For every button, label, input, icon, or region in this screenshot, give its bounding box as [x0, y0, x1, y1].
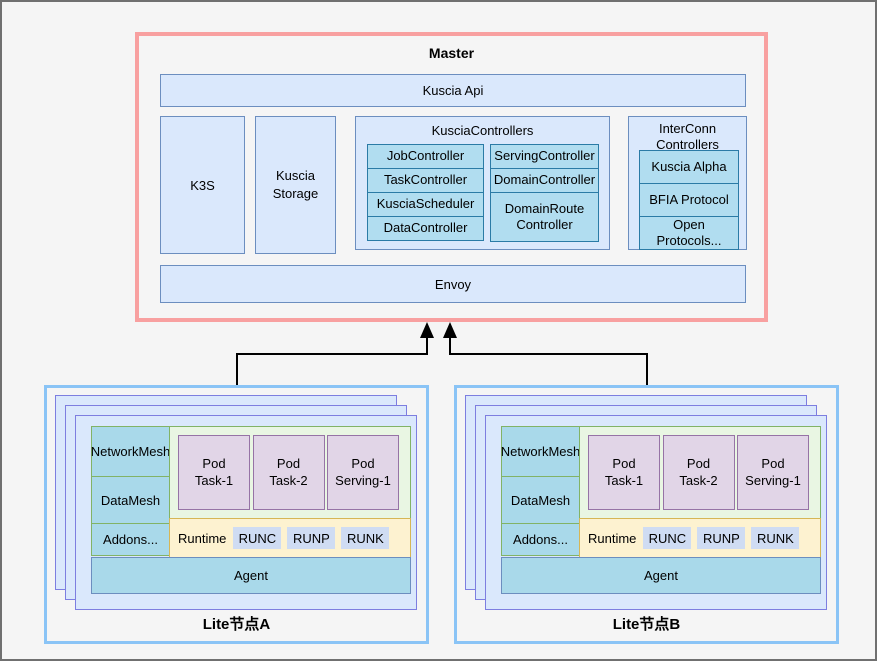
lite-a-content: NetworkMesh DataMesh Addons... Pod Task-… — [91, 426, 411, 594]
pod-line: Task-2 — [679, 472, 718, 488]
pod-line: Pod — [686, 455, 711, 471]
kuscia-storage-label: Kuscia Storage — [272, 168, 319, 201]
lite-node-b-label: Lite节点B — [612, 616, 681, 633]
runc-chip: RUNC — [643, 527, 692, 549]
stacked-card-front: NetworkMesh DataMesh Addons... Pod Task-… — [75, 415, 417, 610]
domain-route-controller-cell: DomainRoute Controller — [490, 192, 599, 242]
pod-task-2: Pod Task-2 — [662, 435, 735, 510]
pod-line: Pod — [276, 455, 301, 471]
kuscia-api-box: Kuscia Api — [160, 74, 746, 107]
lite-node-a: NetworkMesh DataMesh Addons... Pod Task-… — [44, 385, 429, 644]
interconn-controllers-title: InterConn Controllers — [656, 121, 719, 153]
pod-line: Task-1 — [194, 472, 234, 488]
pod-task-1: Pod Task-1 — [178, 435, 250, 510]
runp-chip: RUNP — [287, 527, 336, 549]
runp-chip: RUNP — [697, 527, 746, 549]
pod-line: Pod — [351, 455, 375, 471]
datamesh-cell: DataMesh — [91, 476, 170, 524]
pod-line: Pod — [202, 455, 226, 471]
pods-panel: Pod Task-1 Pod Task-2 Pod Serving-1 — [579, 426, 821, 519]
interconn-controllers-box: InterConn Controllers Kuscia Alpha BFIA … — [628, 116, 747, 250]
master-box: Master Kuscia Api K3S Kuscia Storage Kus… — [135, 32, 768, 322]
runtime-row: Runtime RUNC RUNP RUNK — [169, 518, 411, 558]
pod-line: Serving-1 — [335, 472, 391, 488]
addons-cell: Addons... — [501, 523, 580, 556]
pod-line: Serving-1 — [745, 472, 801, 488]
arrowhead-left — [420, 322, 434, 338]
pod-task-2: Pod Task-2 — [252, 435, 325, 510]
pod-line: Pod — [761, 455, 785, 471]
datamesh-cell: DataMesh — [501, 476, 580, 524]
task-controller-cell: TaskController — [367, 168, 484, 193]
pod-line: Pod — [612, 455, 636, 471]
lite-node-a-label: Lite节点A — [202, 616, 271, 633]
runtime-label: Runtime — [178, 530, 227, 546]
kuscia-alpha-cell: Kuscia Alpha — [639, 150, 739, 184]
runtime-row: Runtime RUNC RUNP RUNK — [579, 518, 821, 558]
pod-line: Task-2 — [269, 472, 308, 488]
controllers-left-column: JobController TaskController KusciaSched… — [367, 144, 484, 241]
pod-serving-1: Pod Serving-1 — [327, 435, 399, 510]
kuscia-storage-box: Kuscia Storage — [255, 116, 336, 254]
bfia-protocol-cell: BFIA Protocol — [639, 183, 739, 217]
agent-bar: Agent — [91, 557, 411, 594]
envoy-box: Envoy — [160, 265, 746, 303]
pods-panel: Pod Task-1 Pod Task-2 Pod Serving-1 — [169, 426, 411, 519]
kuscia-controllers-box: KusciaControllers JobController TaskCont… — [355, 116, 610, 250]
kuscia-controllers-title: KusciaControllers — [431, 123, 534, 138]
arrow-lite-a-to-master — [236, 336, 428, 385]
k3s-label: K3S — [190, 177, 215, 193]
runc-chip: RUNC — [233, 527, 282, 549]
stacked-card-front: NetworkMesh DataMesh Addons... Pod Task-… — [485, 415, 827, 610]
agent-bar: Agent — [501, 557, 821, 594]
networkmesh-cell: NetworkMesh — [91, 426, 170, 477]
interconn-cells: Kuscia Alpha BFIA Protocol Open Protocol… — [639, 150, 739, 250]
serving-controller-cell: ServingController — [490, 144, 599, 169]
pod-serving-1: Pod Serving-1 — [737, 435, 809, 510]
kuscia-api-label: Kuscia Api — [422, 83, 484, 98]
runtime-label: Runtime — [588, 530, 637, 546]
master-title: Master — [428, 45, 475, 61]
arrowhead-right — [443, 322, 457, 338]
mesh-column: NetworkMesh DataMesh Addons... — [501, 426, 580, 556]
pod-task-1: Pod Task-1 — [588, 435, 660, 510]
pod-line: Task-1 — [604, 472, 644, 488]
job-controller-cell: JobController — [367, 144, 484, 169]
runk-chip: RUNK — [751, 527, 800, 549]
networkmesh-cell: NetworkMesh — [501, 426, 580, 477]
kuscia-scheduler-cell: KusciaScheduler — [367, 192, 484, 217]
open-protocols-cell: Open Protocols... — [639, 216, 739, 250]
lite-b-content: NetworkMesh DataMesh Addons... Pod Task-… — [501, 426, 821, 594]
domain-controller-cell: DomainController — [490, 168, 599, 193]
controllers-right-column: ServingController DomainController Domai… — [490, 144, 599, 242]
lite-node-b: NetworkMesh DataMesh Addons... Pod Task-… — [454, 385, 839, 644]
addons-cell: Addons... — [91, 523, 170, 556]
data-controller-cell: DataController — [367, 216, 484, 241]
mesh-column: NetworkMesh DataMesh Addons... — [91, 426, 170, 556]
k3s-box: K3S — [160, 116, 245, 254]
runk-chip: RUNK — [341, 527, 390, 549]
envoy-label: Envoy — [434, 276, 472, 292]
arrow-lite-b-to-master — [449, 336, 648, 385]
